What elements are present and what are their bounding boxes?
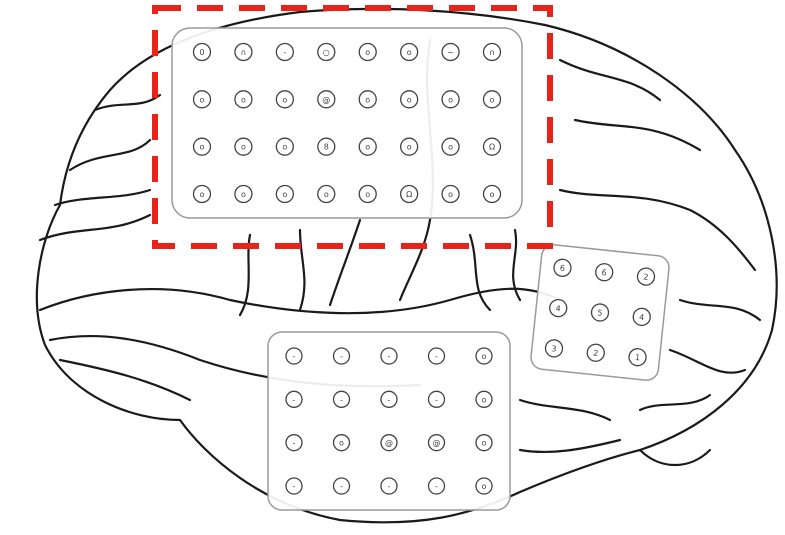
electrode-mark: @ — [322, 95, 330, 104]
electrode-mark: o — [407, 95, 412, 104]
electrode-mark: o — [200, 190, 205, 199]
electrode-mark: 3 — [551, 344, 557, 353]
electrode-mark: o — [365, 48, 370, 57]
electrode-mark: @ — [433, 439, 441, 448]
electrode-grid-frame — [172, 28, 522, 218]
electrode-mark: 1 — [634, 353, 640, 362]
electrode-mark: - — [435, 482, 438, 491]
occipital-fold-a — [680, 300, 760, 320]
electrode-mark: - — [435, 395, 438, 404]
electrode-mark: o — [482, 352, 487, 361]
occipital-fold-b — [670, 350, 745, 373]
electrode-mark: - — [293, 395, 296, 404]
temporal-fold-a — [520, 400, 610, 420]
electrode-mark: ~ — [447, 48, 454, 57]
electrode-mark: - — [388, 482, 391, 491]
electrode-mark: o — [241, 95, 246, 104]
fold-1 — [300, 230, 304, 310]
electrode-mark: o — [482, 482, 487, 491]
electrode-mark: o — [407, 143, 412, 152]
electrode-mark: o — [200, 95, 205, 104]
electrode-mark: o — [448, 190, 453, 199]
electrode-mark: - — [293, 352, 296, 361]
frontal-fold-a — [70, 140, 150, 170]
electrode-mark: - — [340, 352, 343, 361]
electrode-mark: ∩ — [240, 48, 246, 57]
electrode-mark: 6 — [559, 264, 565, 273]
electrode-mark: o — [282, 143, 287, 152]
electrode-mark: o — [200, 143, 205, 152]
electrode-mark: - — [388, 395, 391, 404]
electrode-mark: o — [339, 439, 344, 448]
electrode-mark: - — [340, 395, 343, 404]
parietal-fold-b — [575, 120, 700, 150]
electrode-mark: - — [293, 439, 296, 448]
electrode-mark: - — [388, 352, 391, 361]
electrode-mark: ∩ — [489, 48, 495, 57]
electrode-mark: 2 — [643, 272, 649, 281]
temporal-electrode-grid: - - - - o - - - - o - o @ @ o - - - - o — [268, 332, 510, 510]
lower-fold — [640, 450, 710, 465]
electrode-mark: o — [448, 143, 453, 152]
electrode-mark: o — [448, 95, 453, 104]
electrode-mark: 4 — [555, 304, 561, 313]
electrode-mark: - — [435, 352, 438, 361]
electrode-mark: o — [324, 190, 329, 199]
electrode-mark: o — [490, 95, 495, 104]
electrode-mark: - — [283, 48, 286, 57]
precentral-sulcus — [330, 220, 360, 305]
electrode-mark: 0 — [199, 48, 204, 57]
electrode-mark: o — [365, 95, 370, 104]
electrode-mark: o — [365, 190, 370, 199]
electrode-mark: o — [241, 190, 246, 199]
frontal-fold-b — [40, 215, 150, 240]
electrode-mark: Ω — [406, 190, 412, 199]
electrode-mark: o — [482, 395, 487, 404]
electrode-mark: o — [482, 439, 487, 448]
electrode-mark: 2 — [593, 349, 599, 358]
electrode-mark: o — [407, 48, 412, 57]
electrode-mark: o — [365, 143, 370, 152]
electrode-mark: 5 — [597, 308, 603, 317]
electrode-mark: 8 — [324, 143, 329, 152]
parietal-electrode-grid: 6 6 2 4 5 4 3 2 1 — [530, 244, 670, 382]
electrode-mark: o — [282, 190, 287, 199]
temporal-fold-c — [60, 360, 190, 400]
electrode-mark: 4 — [639, 313, 645, 322]
electrode-mark: o — [490, 190, 495, 199]
electrode-mark: ○ — [323, 48, 330, 57]
electrode-mark: - — [293, 482, 296, 491]
occipital-fold-c — [640, 395, 710, 410]
electrode-mark: @ — [385, 439, 393, 448]
electrode-mark: - — [340, 482, 343, 491]
temporal-fold-b — [520, 440, 620, 452]
electrode-mark: Ω — [489, 143, 495, 152]
electrode-mark: o — [241, 143, 246, 152]
electrode-mark: o — [282, 95, 287, 104]
electrode-mark: 6 — [601, 268, 607, 277]
frontal-fold-c — [55, 190, 150, 205]
frontal-electrode-grid: 0∩-○oo~∩ooo@ooooooo8oooΩoooooΩoo — [172, 28, 522, 218]
